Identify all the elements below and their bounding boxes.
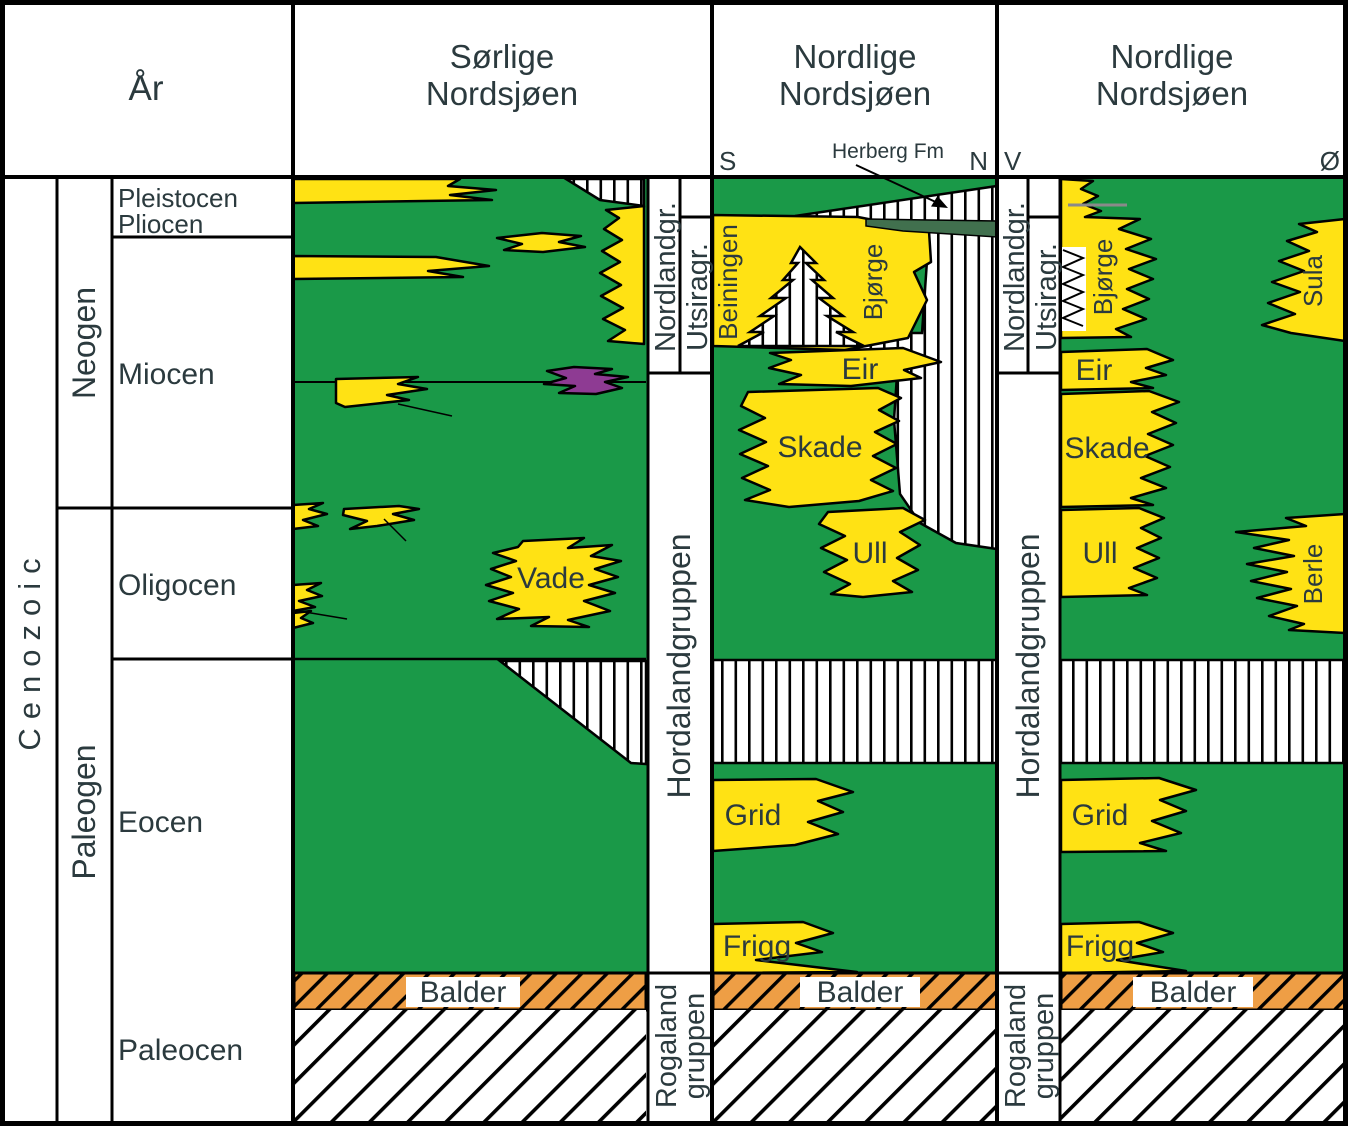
panel3-paleocene-hatch xyxy=(1061,1010,1345,1122)
panel2-ull-body xyxy=(817,506,927,599)
herberg-formation-layer xyxy=(865,218,998,238)
herberg-fm-label: Herberg Fm xyxy=(832,140,944,163)
era-neogen-label: Neogen xyxy=(66,287,102,399)
age-column-header: År xyxy=(129,69,164,108)
direction-south-label: S xyxy=(719,146,736,176)
panel-north-north-sea-ve: Bjørge Sula Eir Skade Ull Berle Grid Fri… xyxy=(1059,177,1347,1122)
panel2-paleocene-hatch xyxy=(713,1010,997,1122)
panel3-grid-label: Grid xyxy=(1072,799,1129,832)
herberg-arrow-head xyxy=(931,196,948,208)
panel3-ull-body xyxy=(1059,506,1166,599)
group1-rogaland-label-line2: gruppen xyxy=(679,993,711,1099)
panel2-title-line1: Nordlige xyxy=(794,38,917,75)
epoch-oligocen-label: Oligocen xyxy=(118,569,236,602)
panel3-grid-body xyxy=(1059,776,1198,854)
sula-body xyxy=(1260,217,1347,343)
epoch-pleistocen-label: Pleistocen xyxy=(118,183,238,213)
group3-nordland-label: Nordlandgr. xyxy=(999,202,1031,352)
group1-rogaland-label-line1: Rogaland xyxy=(651,984,683,1108)
panel3-title-line2: Nordsjøen xyxy=(1096,75,1248,112)
vade-label: Vade xyxy=(517,562,585,595)
panel3-eocene-hiatus-band xyxy=(1059,658,1347,765)
panel1-eocene-hiatus-wedge xyxy=(496,659,648,766)
panel3-title-line1: Nordlige xyxy=(1111,38,1234,75)
panel3-balder-label: Balder xyxy=(1150,976,1237,1009)
sula-label: Sula xyxy=(1298,254,1328,307)
panel2-ull-label: Ull xyxy=(853,537,888,570)
panel1-sand-lens-a xyxy=(291,501,329,531)
panel1-scratch-line-2 xyxy=(383,518,407,542)
panel2-balder-label: Balder xyxy=(817,976,904,1009)
eon-cenozoic-label: Cenozoic xyxy=(12,549,47,750)
group1-hordaland-label: Hordalandgruppen xyxy=(661,533,697,798)
panel1-scratch-line-3 xyxy=(298,610,348,620)
panel1-sand-lens-b xyxy=(341,504,421,531)
era-paleogen-label: Paleogen xyxy=(66,744,102,879)
panel1-title-line2: Nordsjøen xyxy=(426,75,578,112)
panel2-balder-label-box xyxy=(800,977,920,1007)
panel1-paleocene-hatch xyxy=(294,1010,646,1122)
panel2-bjorge-label: Bjørge xyxy=(858,244,888,321)
group1-nordland-label: Nordlandgr. xyxy=(650,202,682,352)
panel2-skade-label: Skade xyxy=(777,431,862,464)
panel1-volcanic-lens xyxy=(542,365,630,396)
vade-formation-body xyxy=(484,536,623,629)
panel1-sand-lens-c xyxy=(291,581,324,613)
panel1-right-sand-column xyxy=(598,204,646,346)
panel2-eir-body xyxy=(767,346,943,388)
panel2-tree-hiatus xyxy=(737,244,865,348)
epoch-miocen-label: Miocen xyxy=(118,358,215,391)
panel2-frigg-label: Frigg xyxy=(723,930,791,963)
group3-hordaland-label: Hordalandgruppen xyxy=(1010,533,1046,798)
direction-west-label: V xyxy=(1004,146,1022,176)
panel3-chevron-strip-zigzag xyxy=(1060,249,1086,327)
group-columns: Nordlandgr. Utsiragr. Hordalandgruppen R… xyxy=(650,202,1063,1108)
panel1-scratch-line-1 xyxy=(397,403,453,417)
panel-north-north-sea-sn: Beiningen Bjørge Eir Skade Ull Grid Frig… xyxy=(711,177,999,1122)
time-scale-column: Cenozoic Neogen Paleogen Pleistocen Plio… xyxy=(12,183,243,1067)
panel1-sand-tongue-lower xyxy=(334,375,429,409)
group1-utsira-label: Utsiragr. xyxy=(682,243,714,351)
panel1-top-sand-band xyxy=(291,177,498,205)
panel3-balder-label-box xyxy=(1133,977,1253,1007)
group3-rogaland-label-line2: gruppen xyxy=(1028,993,1060,1099)
berle-body xyxy=(1234,512,1347,635)
group3-utsira-label: Utsiragr. xyxy=(1031,243,1063,351)
panel2-title-line2: Nordsjøen xyxy=(779,75,931,112)
panel2-skade-body xyxy=(737,386,903,509)
panel3-skade-body xyxy=(1059,389,1181,509)
panel3-skade-label: Skade xyxy=(1064,432,1149,465)
panel3-eir-body xyxy=(1059,347,1175,392)
panel1-sand-lens-mid xyxy=(495,231,587,254)
panel2-eir-label: Eir xyxy=(842,353,879,386)
panel1-balder-label-box xyxy=(406,977,520,1007)
direction-north-label: N xyxy=(969,146,988,176)
epoch-eocen-label: Eocen xyxy=(118,806,203,839)
panel1-title-line1: Sørlige xyxy=(450,38,555,75)
panel3-ull-label: Ull xyxy=(1083,537,1118,570)
epoch-pliocen-label: Pliocen xyxy=(118,209,203,239)
panel2-grid-label: Grid xyxy=(725,799,782,832)
herberg-arrow-line xyxy=(855,164,941,205)
panel2-grid-body xyxy=(711,777,855,853)
panel3-eir-label: Eir xyxy=(1076,354,1113,387)
group3-rogaland-label-line1: Rogaland xyxy=(1000,984,1032,1108)
berle-label: Berle xyxy=(1298,544,1328,605)
panel-south-north-sea: Vade Balder xyxy=(291,177,648,1122)
panel1-balder-label: Balder xyxy=(420,976,507,1009)
panel2-eocene-hiatus-band xyxy=(711,658,999,765)
panel3-bjorge-label: Bjørge xyxy=(1088,239,1118,316)
beiningen-label: Beiningen xyxy=(713,224,743,340)
header-row: År Sørlige Nordsjøen Nordlige Nordsjøen … xyxy=(129,38,1340,208)
panel3-frigg-label: Frigg xyxy=(1066,930,1134,963)
epoch-paleocen-label: Paleocen xyxy=(118,1034,243,1067)
direction-east-label: Ø xyxy=(1320,146,1340,176)
